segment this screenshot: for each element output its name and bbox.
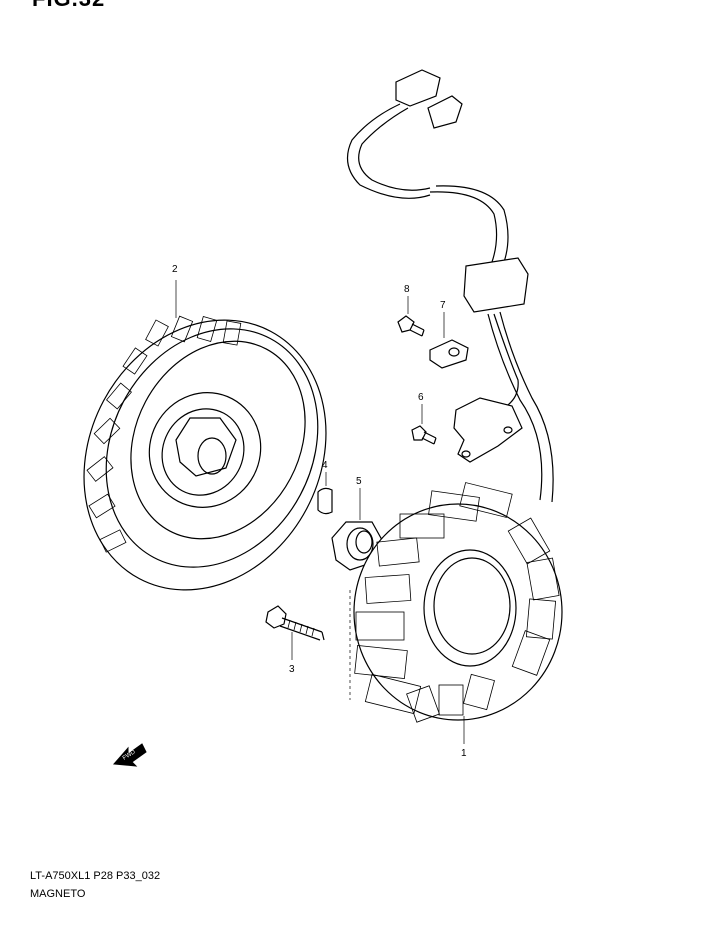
clamp-drawing[interactable] bbox=[429, 312, 469, 369]
screw-8-drawing[interactable] bbox=[397, 296, 425, 337]
bolt-drawing[interactable] bbox=[265, 605, 325, 660]
part-label-7: 7 bbox=[440, 300, 446, 311]
part-label-6: 6 bbox=[418, 392, 424, 403]
wire-harness-drawing[interactable] bbox=[346, 69, 554, 503]
figure-title: FIG.32 bbox=[32, 0, 105, 12]
screw-6-drawing[interactable] bbox=[411, 404, 437, 445]
rotor-drawing[interactable] bbox=[38, 277, 373, 632]
part-label-3: 3 bbox=[289, 664, 295, 675]
forward-arrow-icon: FWD bbox=[112, 743, 147, 767]
key-drawing[interactable] bbox=[317, 472, 333, 515]
part-label-8: 8 bbox=[404, 284, 410, 295]
figure-code: LT-A750XL1 P28 P33_032 bbox=[30, 870, 161, 882]
part-label-5: 5 bbox=[356, 476, 362, 487]
part-label-1: 1 bbox=[461, 748, 467, 759]
part-label-4: 4 bbox=[322, 460, 328, 471]
figure-name: MAGNETO bbox=[30, 888, 86, 900]
stator-drawing[interactable] bbox=[349, 482, 563, 744]
part-label-2: 2 bbox=[172, 264, 178, 275]
